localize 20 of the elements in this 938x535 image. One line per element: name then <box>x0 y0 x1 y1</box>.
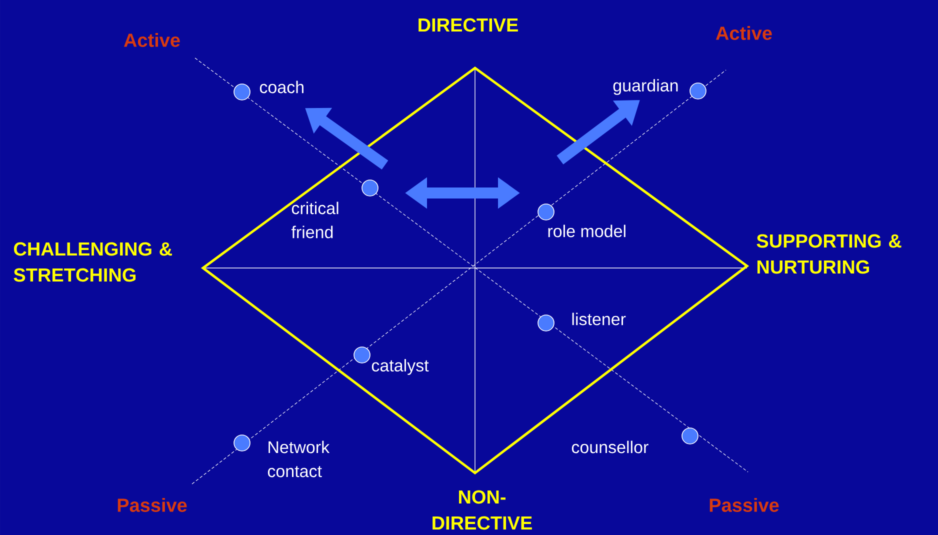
dot <box>234 434 250 452</box>
axis-label: DIRECTIVE <box>418 18 518 32</box>
dot <box>234 84 250 100</box>
axis-label: SUPPORTING & NURTURING <box>756 234 902 274</box>
role-label: Network contact <box>268 440 330 478</box>
dot <box>362 180 378 196</box>
role-label: critical friend <box>291 202 338 238</box>
dot <box>354 346 370 364</box>
axis-label: CHALLENGING & STRETCHING <box>14 242 172 282</box>
role-label: coach <box>260 80 304 94</box>
axis-label: NON-DIRECTIVE <box>432 490 532 530</box>
role-label: catalyst <box>372 359 429 375</box>
role-label: listener <box>572 312 626 326</box>
dot <box>538 204 554 220</box>
dot <box>538 314 554 332</box>
role-label: guardian <box>613 79 678 95</box>
dot <box>682 428 698 444</box>
role-label: role model <box>548 224 626 238</box>
dot <box>690 82 706 100</box>
role-label: counsellor <box>572 440 648 454</box>
